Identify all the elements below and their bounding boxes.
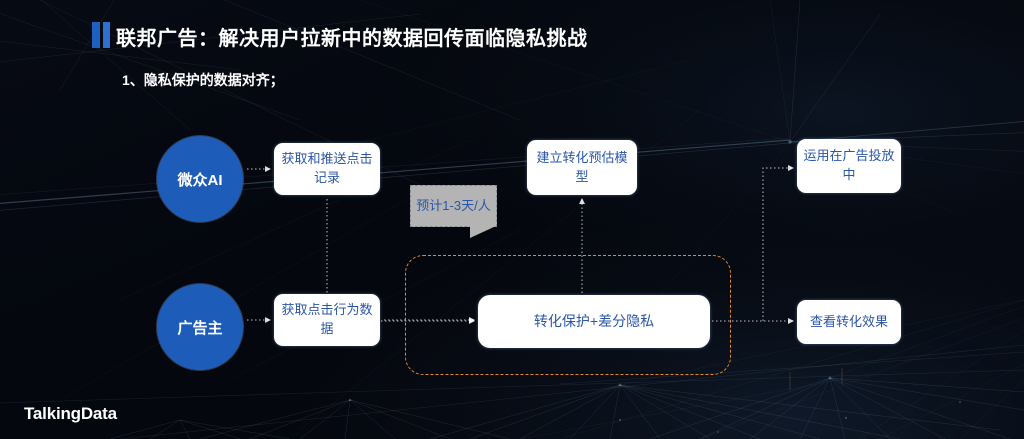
actor-circle-wezhong-ai[interactable]: 微众AI — [157, 136, 243, 222]
actor-circle-advertiser[interactable]: 广告主 — [157, 284, 243, 370]
actor-circle-label: 广告主 — [177, 319, 223, 337]
title-accent-bars — [92, 22, 110, 48]
page-title: 联邦广告：解决用户拉新中的数据回传面临隐私挑战 — [116, 28, 588, 50]
node-apply-ad[interactable]: 运用在广告投放中 — [797, 139, 901, 193]
node-privacy-core[interactable]: 转化保护+差分隐私 — [478, 295, 710, 348]
node-view-effect[interactable]: 查看转化效果 — [797, 300, 901, 344]
node-label: 建立转化预估模型 — [536, 149, 628, 184]
node-label: 转化保护+差分隐私 — [533, 313, 655, 330]
node-fetch-push[interactable]: 获取和推送点击记录 — [274, 143, 380, 195]
page-subtitle: 1、隐私保护的数据对齐； — [122, 72, 284, 88]
node-fetch-click[interactable]: 获取点击行为数据 — [274, 294, 380, 346]
talkingdata-logo: TalkingData — [24, 404, 117, 423]
node-label: 查看转化效果 — [809, 313, 888, 329]
actor-circle-label: 微众AI — [177, 171, 223, 189]
duration-callout-label: 预计1-3天/人 — [416, 197, 491, 213]
privacy-boundary-region — [405, 255, 731, 375]
node-label: 获取和推送点击记录 — [281, 151, 373, 185]
node-build-model[interactable]: 建立转化预估模型 — [527, 140, 637, 195]
node-label: 运用在广告投放中 — [803, 148, 895, 182]
duration-callout-tail — [470, 226, 496, 238]
node-label: 获取点击行为数据 — [281, 302, 373, 336]
duration-callout: 预计1-3天/人 — [410, 185, 497, 227]
